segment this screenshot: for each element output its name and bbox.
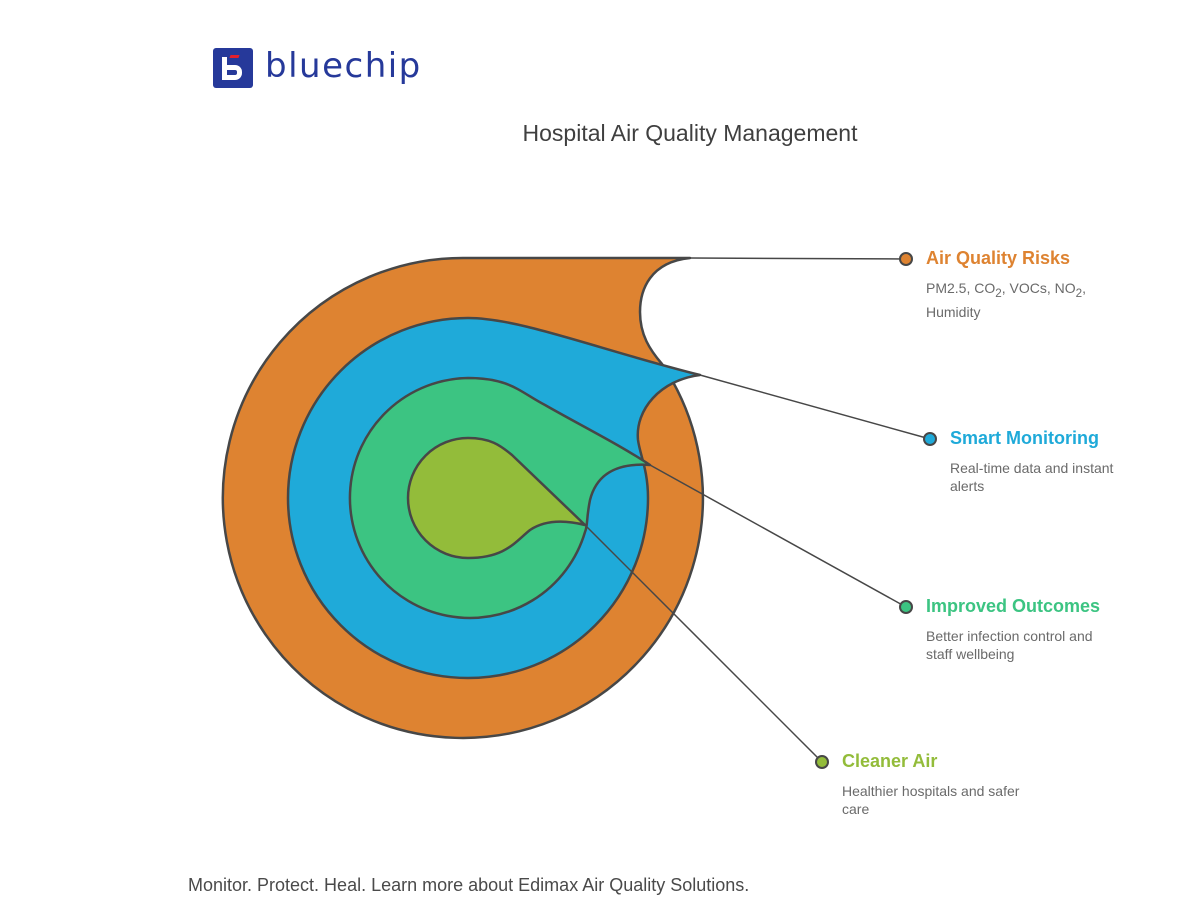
air-quality-risks-connector-line [689,257,907,260]
smart-monitoring-description: Real-time data and instant alerts [950,460,1114,494]
cleaner-air-dot-icon [815,755,829,769]
page-title: Hospital Air Quality Management [522,120,858,146]
improved-outcomes-connector-line [649,464,907,608]
improved-outcomes-heading: Improved Outcomes [926,596,1101,616]
air-quality-risks-description: PM2.5, CO2, VOCs, NO2, Humidity [926,280,1087,320]
air-quality-risks-dot-icon [899,252,913,266]
cleaner-air-layer-shape [406,436,587,560]
improved-outcomes-dot-icon [899,600,913,614]
cleaner-air-description: Healthier hospitals and safer care [842,783,1020,817]
smart-monitoring-heading: Smart Monitoring [950,428,1099,448]
smart-monitoring-connector-line [699,374,931,440]
brand-name: bluechip [265,46,422,86]
cleaner-air-heading: Cleaner Air [842,751,938,771]
bluechip-logo: bluechip [213,48,422,88]
air-quality-risks-heading: Air Quality Risks [926,248,1071,268]
bluechip-b-logo-icon [213,48,253,88]
cleaner-air-connector-line [584,524,823,763]
footer-tagline[interactable]: Monitor. Protect. Heal. Learn more about… [188,875,750,895]
smart-monitoring-dot-icon [923,432,937,446]
improved-outcomes-description: Better infection control and staff wellb… [926,628,1093,662]
